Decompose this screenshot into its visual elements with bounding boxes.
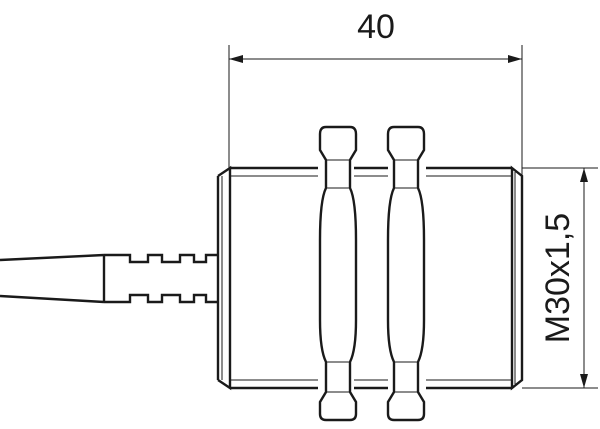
strain-relief: [102, 253, 218, 304]
thread-dimension-label: M30x1,5: [539, 213, 577, 343]
thread-dimension: M30x1,5: [522, 167, 598, 389]
arrowhead-right: [508, 55, 522, 63]
housing-rear-flange: [216, 165, 232, 391]
length-dimension: 40: [228, 8, 523, 176]
arrowhead-bottom: [580, 374, 588, 388]
sensor-front-face: [510, 165, 524, 391]
length-dimension-label: 40: [357, 8, 395, 46]
arrowhead-top: [580, 168, 588, 182]
lock-nut-left: [318, 125, 358, 422]
cable: [0, 253, 105, 304]
lock-nut-right: [386, 125, 426, 422]
threaded-body: [230, 166, 512, 390]
arrowhead-left: [229, 55, 243, 63]
